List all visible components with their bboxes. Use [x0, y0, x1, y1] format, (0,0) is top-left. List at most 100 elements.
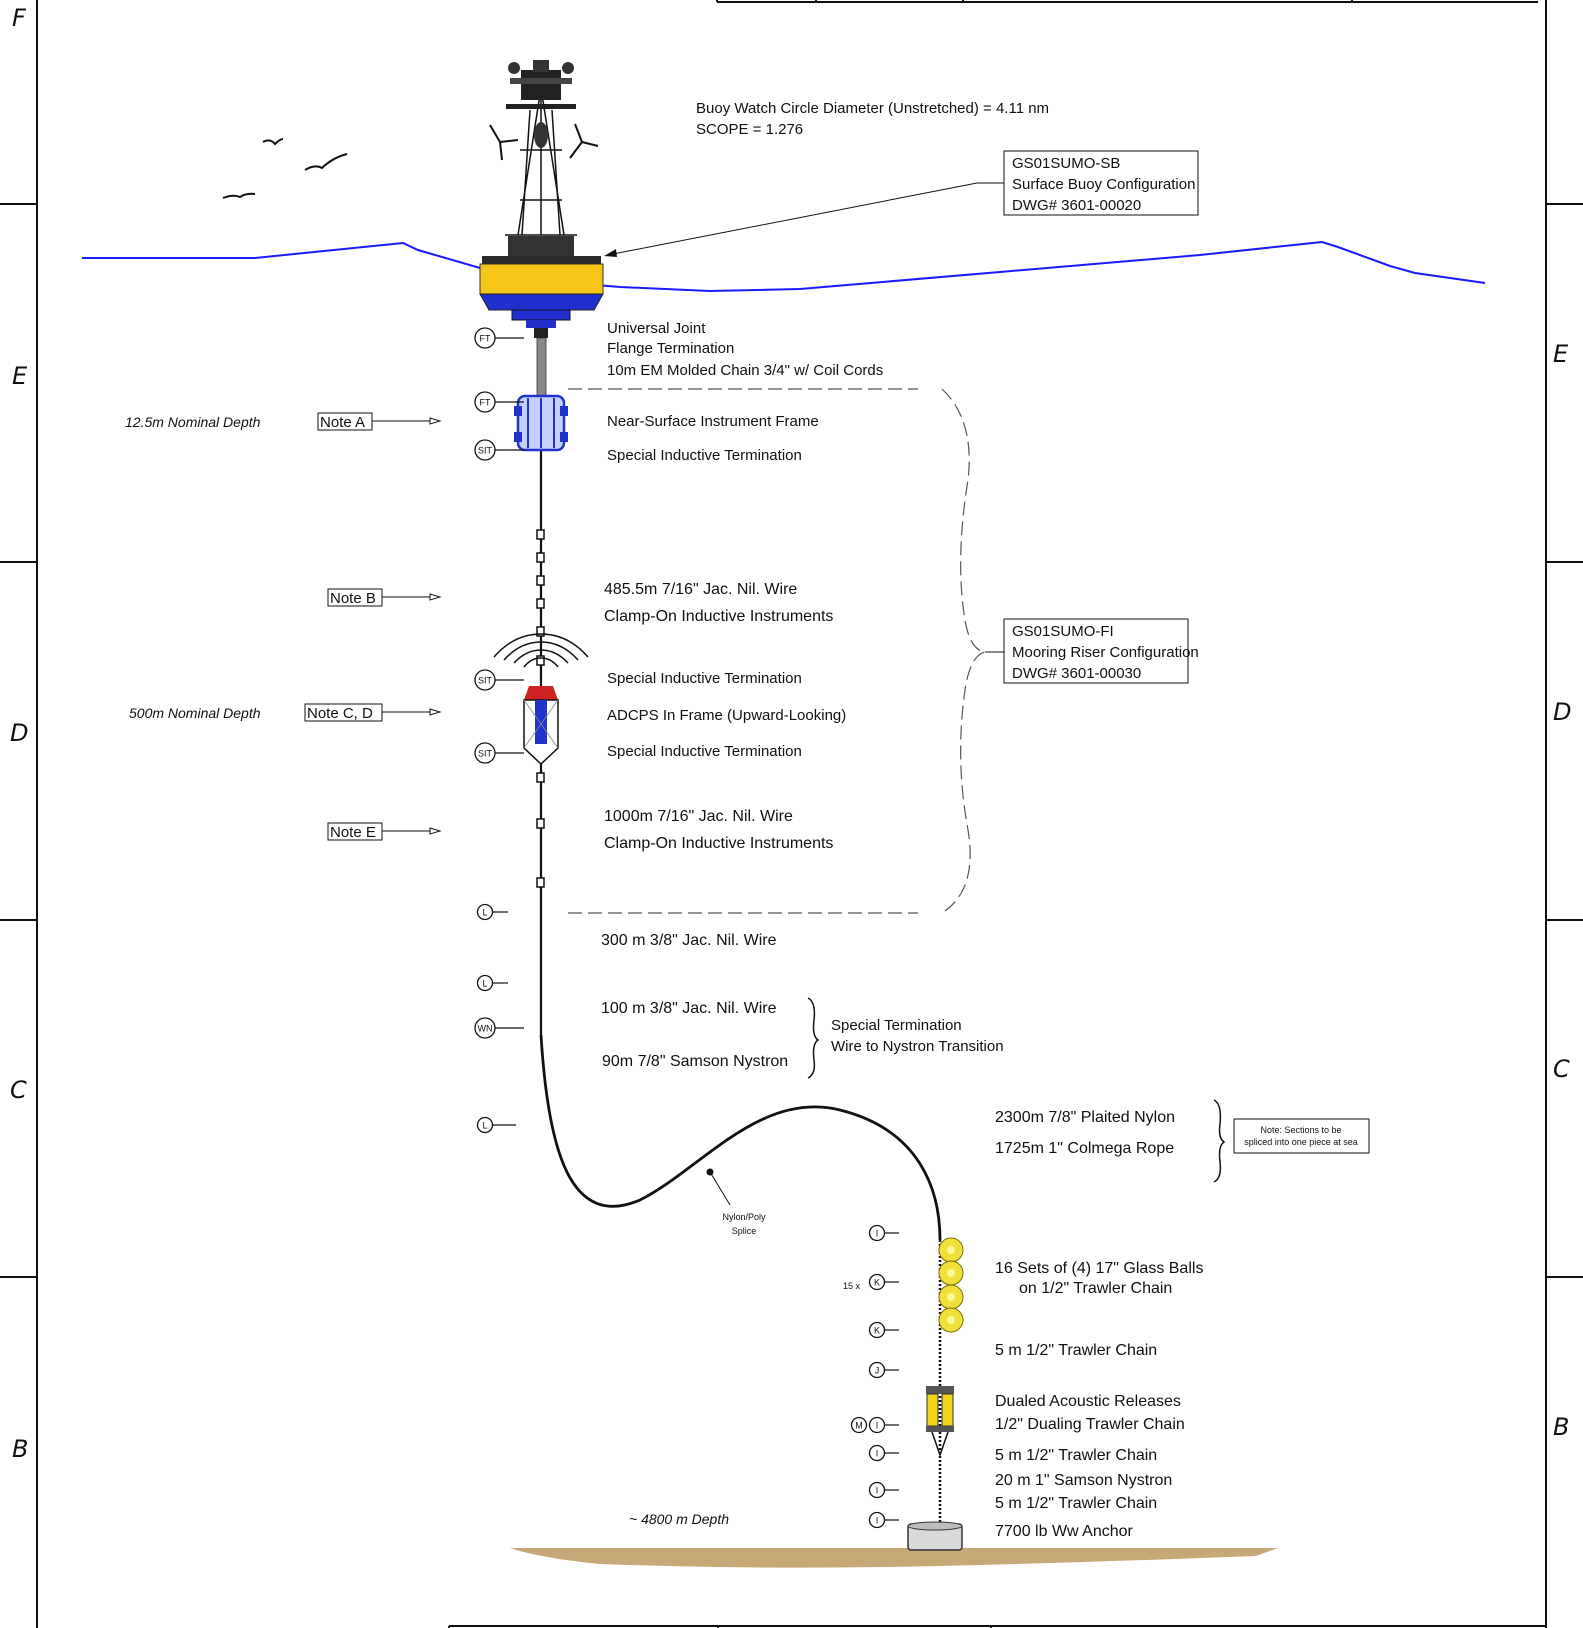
hardware-symbol-k: K [868, 1321, 899, 1339]
label-wire-to-nystron: Wire to Nystron Transition [831, 1038, 1004, 1055]
label-trawler-5c: 5 m 1/2" Trawler Chain [995, 1495, 1157, 1512]
hardware-symbol-sit: SIT [474, 439, 524, 461]
hardware-symbol-m: M [850, 1416, 868, 1434]
hardware-symbol-wn: WN [474, 1017, 524, 1039]
riser-box-id: GS01SUMO-FI [1012, 623, 1114, 640]
hardware-symbol-label: L [482, 979, 487, 989]
note-e-label: Note E [330, 824, 376, 841]
hardware-symbol-label: FT [480, 334, 491, 344]
note-b-label: Note B [330, 590, 376, 607]
seabed [510, 1548, 1278, 1568]
hardware-symbol-ft: FT [474, 327, 524, 349]
note-cd-label: Note C, D [307, 705, 373, 722]
hardware-symbol-label: FT [480, 398, 491, 408]
label-wire-485: 485.5m 7/16" Jac. Nil. Wire [604, 581, 797, 598]
riser-config-bracket [568, 388, 986, 914]
note-a-label: Note A [320, 414, 365, 431]
hardware-symbol-sit: SIT [474, 669, 524, 691]
label-clamp-2: Clamp-On Inductive Instruments [604, 835, 833, 852]
splice-leader [709, 1171, 731, 1206]
hardware-symbol-i: I [868, 1511, 899, 1529]
zone-letter-e-right: E [1553, 340, 1569, 368]
splice-note-line-2: spliced into one piece at sea [1244, 1137, 1358, 1147]
hardware-symbol-label: I [876, 1449, 879, 1459]
depth-label-500m: 500m Nominal Depth [129, 705, 261, 721]
depth-label-bottom: ~ 4800 m Depth [629, 1511, 729, 1527]
zone-letter-e: E [12, 362, 28, 390]
surface-buoy-config-box: GS01SUMO-SB Surface Buoy Configuration D… [1003, 150, 1199, 216]
glass-balls [938, 1237, 964, 1333]
surface-buoy-box-id: GS01SUMO-SB [1012, 155, 1120, 172]
label-sit-2: Special Inductive Termination [607, 670, 802, 687]
splice-note-box: Note: Sections to be spliced into one pi… [1233, 1118, 1370, 1154]
zone-letter-f: F [12, 4, 27, 32]
zone-letter-d-right: D [1553, 698, 1571, 726]
label-glass-1: 16 Sets of (4) 17" Glass Balls [995, 1260, 1203, 1277]
hardware-symbol-label: I [876, 1421, 879, 1431]
hardware-symbol-ft: FT [474, 391, 524, 413]
note-a: Note A [317, 412, 442, 431]
hardware-symbol-label: I [876, 1229, 879, 1239]
label-nylon: 2300m 7/8" Plaited Nylon [995, 1109, 1175, 1126]
acoustic-releases [926, 1386, 954, 1458]
anchor [907, 1521, 963, 1551]
label-nystron-90: 90m 7/8" Samson Nystron [602, 1053, 788, 1070]
depth-label-12m: 12.5m Nominal Depth [125, 414, 261, 430]
hardware-symbol-j: J [868, 1361, 899, 1379]
hardware-symbol-label: WN [478, 1024, 493, 1034]
hardware-symbol-k: K [868, 1273, 899, 1291]
near-surface-instrument-frame [514, 394, 568, 452]
label-nystron-20: 20 m 1" Samson Nystron [995, 1472, 1172, 1489]
label-releases: Dualed Acoustic Releases [995, 1393, 1181, 1410]
watch-circle-text: Buoy Watch Circle Diameter (Unstretched)… [696, 100, 1049, 117]
hardware-symbol-label: J [875, 1366, 880, 1376]
hardware-symbol-l: L [476, 903, 508, 921]
hardware-symbol-label: I [876, 1486, 879, 1496]
hardware-symbol-i: I [868, 1444, 899, 1462]
label-wire-1000: 1000m 7/16" Jac. Nil. Wire [604, 808, 793, 825]
hardware-symbol-label: K [874, 1278, 880, 1288]
label-nsif: Near-Surface Instrument Frame [607, 413, 819, 430]
zone-letter-c: C [10, 1076, 27, 1104]
label-wire-300: 300 m 3/8" Jac. Nil. Wire [601, 932, 777, 949]
adcps-frame [493, 633, 589, 766]
scope-text: SCOPE = 1.276 [696, 121, 803, 138]
label-special-termination: Special Termination [831, 1017, 962, 1034]
clamp-on-instruments [536, 529, 545, 888]
label-wire-100: 100 m 3/8" Jac. Nil. Wire [601, 1000, 777, 1017]
label-universal-joint: Universal Joint [607, 320, 706, 337]
hardware-symbol-sit: SIT [474, 742, 524, 764]
zone-letter-c-right: C [1553, 1055, 1570, 1083]
label-splice-1: Nylon/Poly [722, 1212, 766, 1222]
label-trawler-5b: 5 m 1/2" Trawler Chain [995, 1447, 1157, 1464]
surface-buoy-leader [607, 182, 1004, 256]
hardware-symbol-i: I [868, 1224, 899, 1242]
riser-config-box: GS01SUMO-FI Mooring Riser Configuration … [1003, 618, 1199, 684]
hardware-symbol-i: I [868, 1416, 899, 1434]
note-e: Note E [327, 822, 442, 841]
birds-illustration [222, 138, 348, 199]
hardware-symbol-label: I [876, 1516, 879, 1526]
riser-box-title: Mooring Riser Configuration [1012, 644, 1199, 661]
splice-note-line-1: Note: Sections to be [1260, 1125, 1341, 1135]
note-b: Note B [327, 588, 442, 607]
label-colmega: 1725m 1" Colmega Rope [995, 1140, 1174, 1157]
nylon-brace [1213, 1099, 1226, 1183]
hardware-symbol-label: K [874, 1326, 880, 1336]
zone-letter-b-right: B [1553, 1413, 1569, 1441]
label-dualing: 1/2" Dualing Trawler Chain [995, 1416, 1185, 1433]
label-clamp-1: Clamp-On Inductive Instruments [604, 608, 833, 625]
hardware-symbol-l: L [476, 974, 508, 992]
hardware-symbol-i: I [868, 1481, 899, 1499]
label-splice-2: Splice [732, 1226, 757, 1236]
label-trawler-5: 5 m 1/2" Trawler Chain [995, 1342, 1157, 1359]
zone-letter-d: D [10, 719, 28, 747]
zone-letter-b: B [12, 1435, 28, 1463]
hardware-symbol-label: SIT [478, 749, 493, 759]
label-flange-termination: Flange Termination [607, 340, 734, 357]
hardware-symbol-label: SIT [478, 446, 493, 456]
label-anchor: 7700 lb Ww Anchor [995, 1523, 1134, 1540]
sea-surface-line [82, 240, 1486, 293]
label-multiplier: 15 x [843, 1281, 861, 1291]
